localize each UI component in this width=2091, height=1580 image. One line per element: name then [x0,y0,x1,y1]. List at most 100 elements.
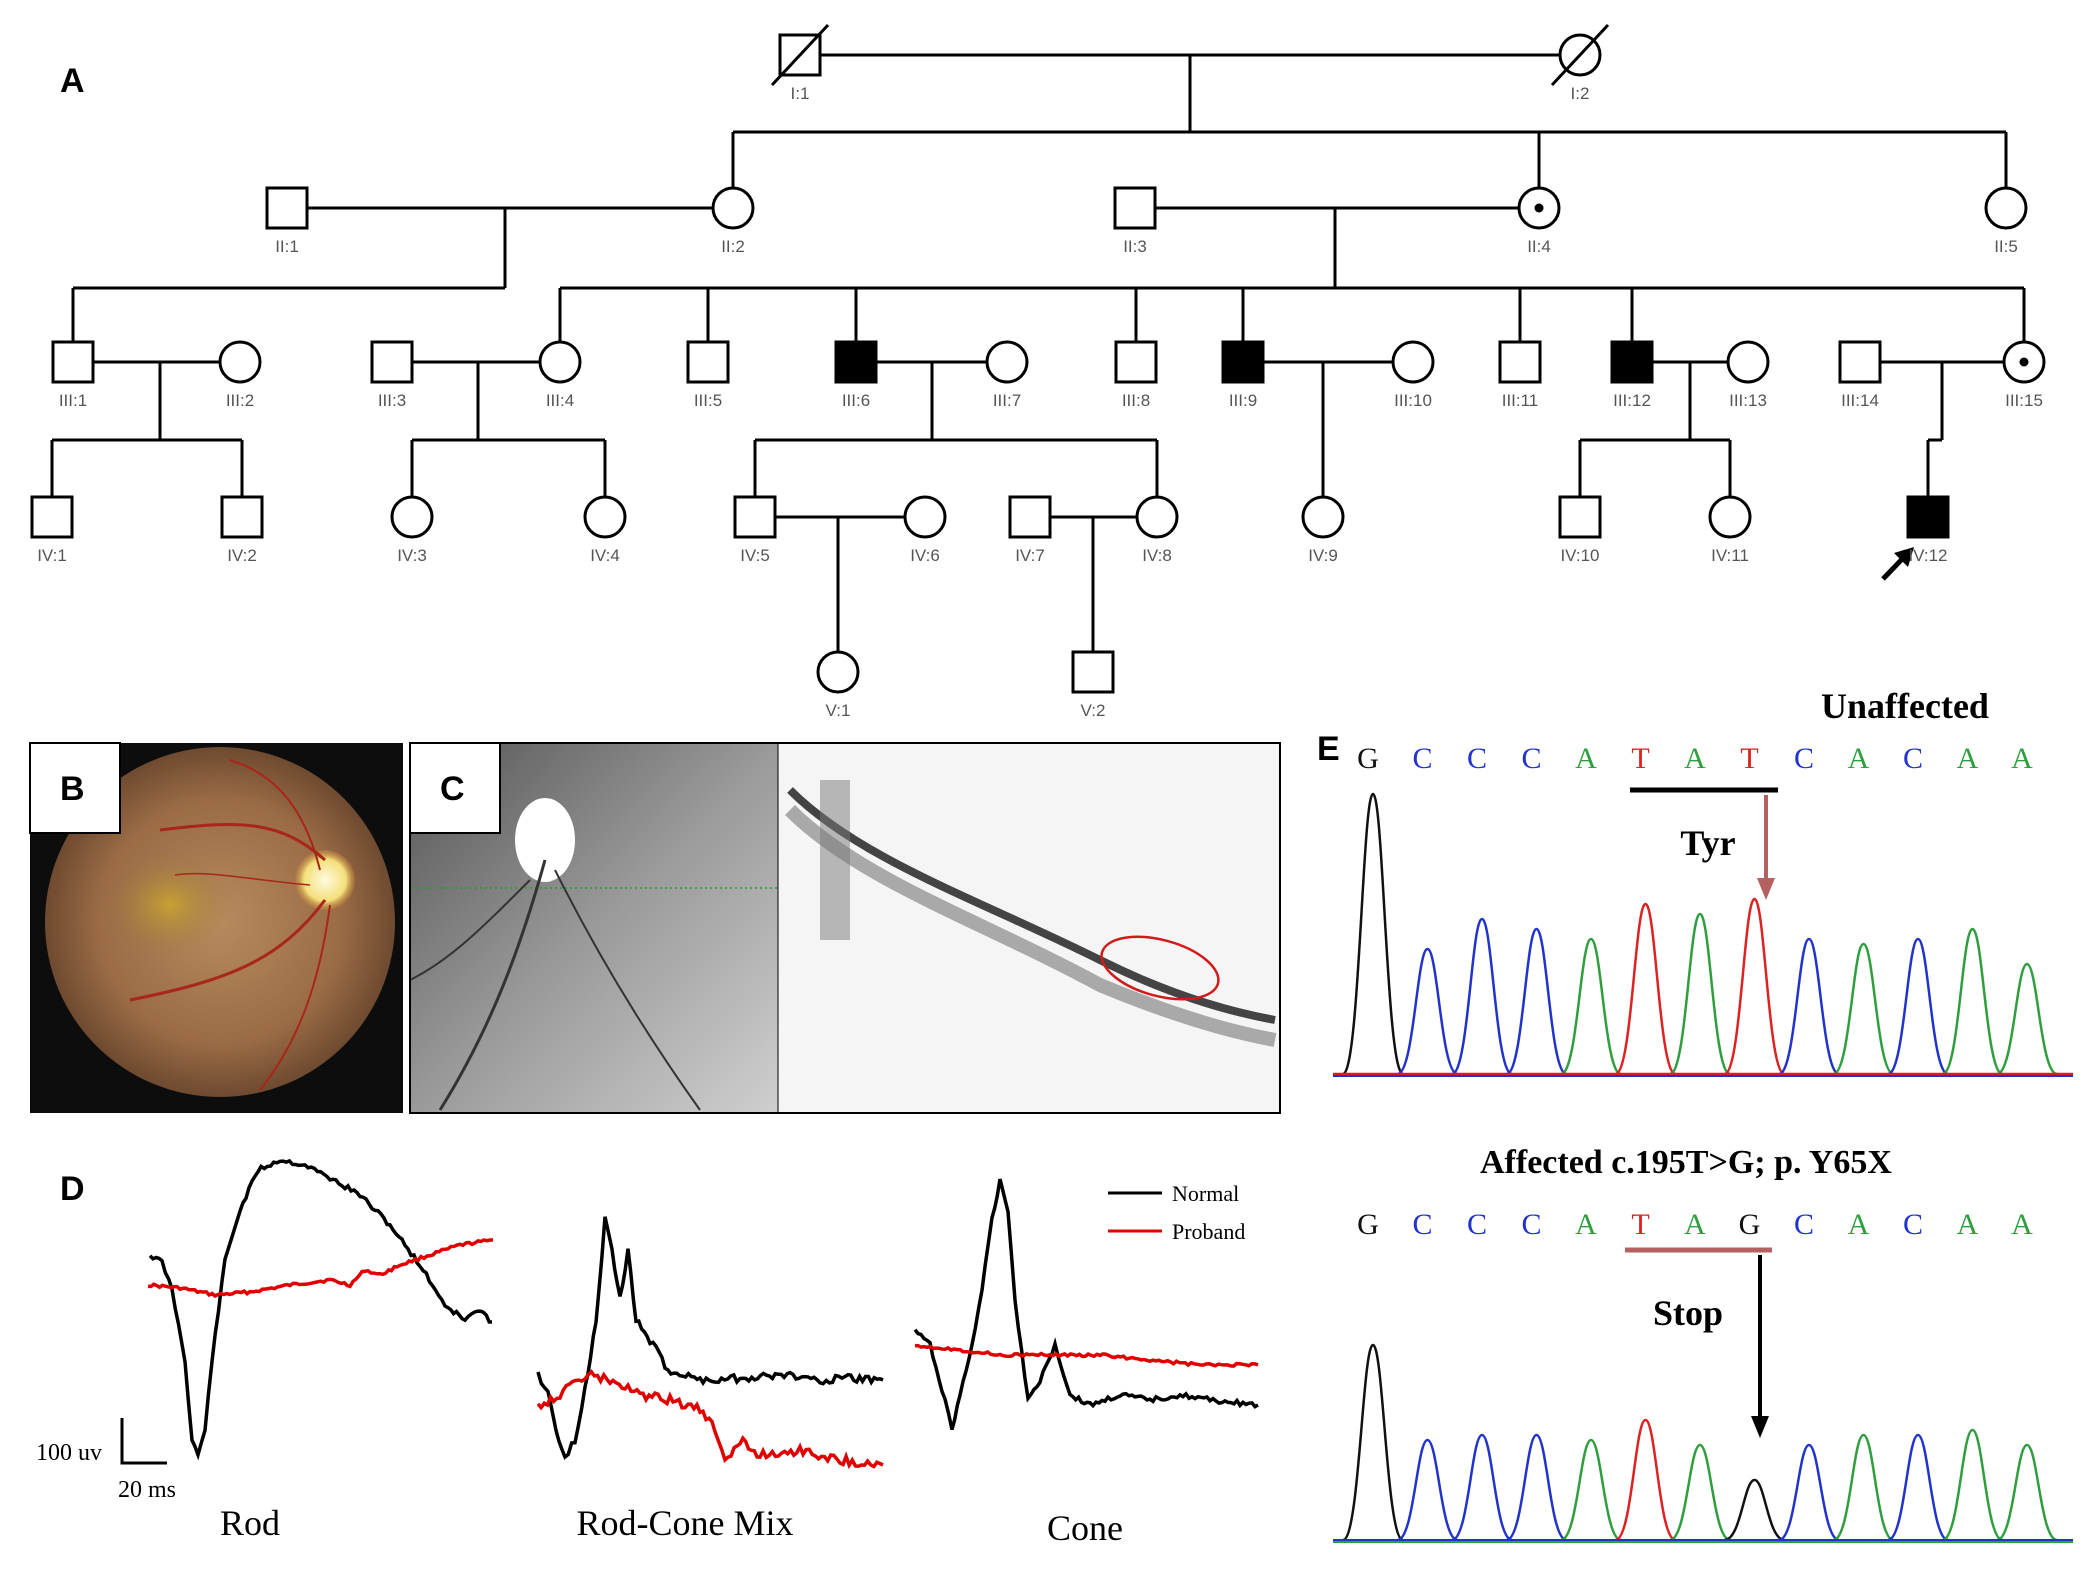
pedigree-label: II:1 [275,237,299,256]
base-call: C [1794,1208,1814,1241]
chromatogram-peak [1396,1438,1459,1542]
chromatogram-peak [1505,927,1568,1076]
base-call: C [1467,742,1487,775]
base-call: A [1848,742,1870,775]
pedigree-label: V:1 [826,701,851,720]
panel-label-c: C [440,770,465,808]
pedigree-label: III:9 [1229,391,1257,410]
erg-title-rod: Rod [220,1503,280,1543]
pedigree-label: IV:5 [740,546,770,565]
pedigree-individual [2002,340,2046,384]
base-call: C [1903,742,1923,775]
base-call: C [1412,742,1432,775]
chromatogram-peak [1341,792,1405,1076]
base-call: A [1848,1208,1870,1241]
pedigree-label: III:12 [1613,391,1651,410]
erg-cone-proband [914,1343,1259,1368]
chromatogram-peak [1614,902,1677,1076]
base-call: T [1631,1208,1649,1241]
pedigree-individual [903,495,947,539]
pedigree-individual [370,340,414,384]
base-call: A [2011,1208,2033,1241]
pedigree-individual [686,340,730,384]
erg-rod-normal [148,1158,493,1461]
erg-mix-proband [536,1369,884,1470]
base-call: A [1575,1208,1597,1241]
pedigree-label: IV:9 [1308,546,1338,565]
panel-label-e: E [1317,730,1340,768]
pedigree-label: II:3 [1123,237,1147,256]
pedigree-individual [1301,495,1345,539]
pedigree-label: V:2 [1081,701,1106,720]
pedigree-label: II:2 [721,237,745,256]
pedigree-label: III:5 [694,391,722,410]
chromatogram-peak [1832,942,1895,1076]
pedigree-label: IV:4 [590,546,620,565]
pedigree-label: III:7 [993,391,1021,410]
erg-mix-normal [536,1216,884,1460]
chromatogram-peak [1614,1418,1677,1542]
chromatogram-peak [1451,1433,1513,1542]
pedigree-individual [1071,650,1115,694]
base-call: A [2011,742,2033,775]
pedigree-label: I:1 [791,84,810,103]
base-call: A [1957,742,1979,775]
base-call: A [1684,742,1706,775]
base-call: T [1740,742,1758,775]
base-call: C [1794,742,1814,775]
codon-label-tyr: Tyr [1680,823,1735,863]
pedigree-individual [816,650,860,694]
pedigree-label: IV:6 [910,546,940,565]
pedigree-individual [1498,340,1542,384]
pedigree-label: II:5 [1994,237,2018,256]
panel-label-b: B [60,770,85,808]
legend-normal: Normal [1172,1181,1239,1206]
pedigree-label: III:11 [1502,391,1539,410]
pedigree-individual [1391,340,1435,384]
chromatogram-peak [1832,1433,1895,1542]
chromatogram-peak [1669,1443,1731,1542]
pedigree-individual [770,23,830,87]
base-call: A [1575,742,1597,775]
pedigree-individual [1984,186,2028,230]
chromatogram-peak [1778,1443,1840,1542]
pedigree-label: IV:12 [1908,546,1947,565]
pedigree-label: IV:3 [397,546,427,565]
chromatogram-peak [1560,1438,1622,1542]
pedigree-label: IV:2 [227,546,257,565]
pedigree-label: IV:7 [1015,546,1045,565]
pedigree-individual [1114,340,1158,384]
base-call: G [1357,1208,1379,1241]
erg-rod-proband [147,1238,493,1299]
chromatogram-peak [1724,1478,1785,1542]
pedigree-individual [1610,340,1654,384]
chromatogram-peak [1341,1343,1405,1542]
pedigree-individual [711,186,755,230]
oct-image: C [409,742,1281,1114]
panel-label-a: A [60,62,85,100]
legend-proband: Proband [1172,1219,1245,1244]
scale-bar [120,1418,167,1465]
pedigree-individual [1008,495,1052,539]
base-call: C [1412,1208,1432,1241]
chromatogram-peak [1505,1433,1568,1542]
base-call: C [1521,1208,1541,1241]
fundus-photo: B [29,742,403,1113]
chromatogram-peak [1451,917,1513,1076]
unaffected-title: Unaffected [1821,686,1989,726]
pedigree-label: II:4 [1527,237,1551,256]
chromatogram-peak [1996,1443,2058,1542]
chromatogram-peak [1941,927,2004,1076]
pedigree-individual [834,340,878,384]
pedigree-label: III:14 [1841,391,1879,410]
base-call: C [1903,1208,1923,1241]
pedigree-label: IV:8 [1142,546,1172,565]
pedigree-individual [733,495,777,539]
base-call: C [1521,742,1541,775]
base-call: G [1739,1208,1761,1241]
pedigree-label: IV:10 [1560,546,1599,565]
pedigree-individual [1726,340,1770,384]
chromatogram-peak [1560,937,1622,1076]
